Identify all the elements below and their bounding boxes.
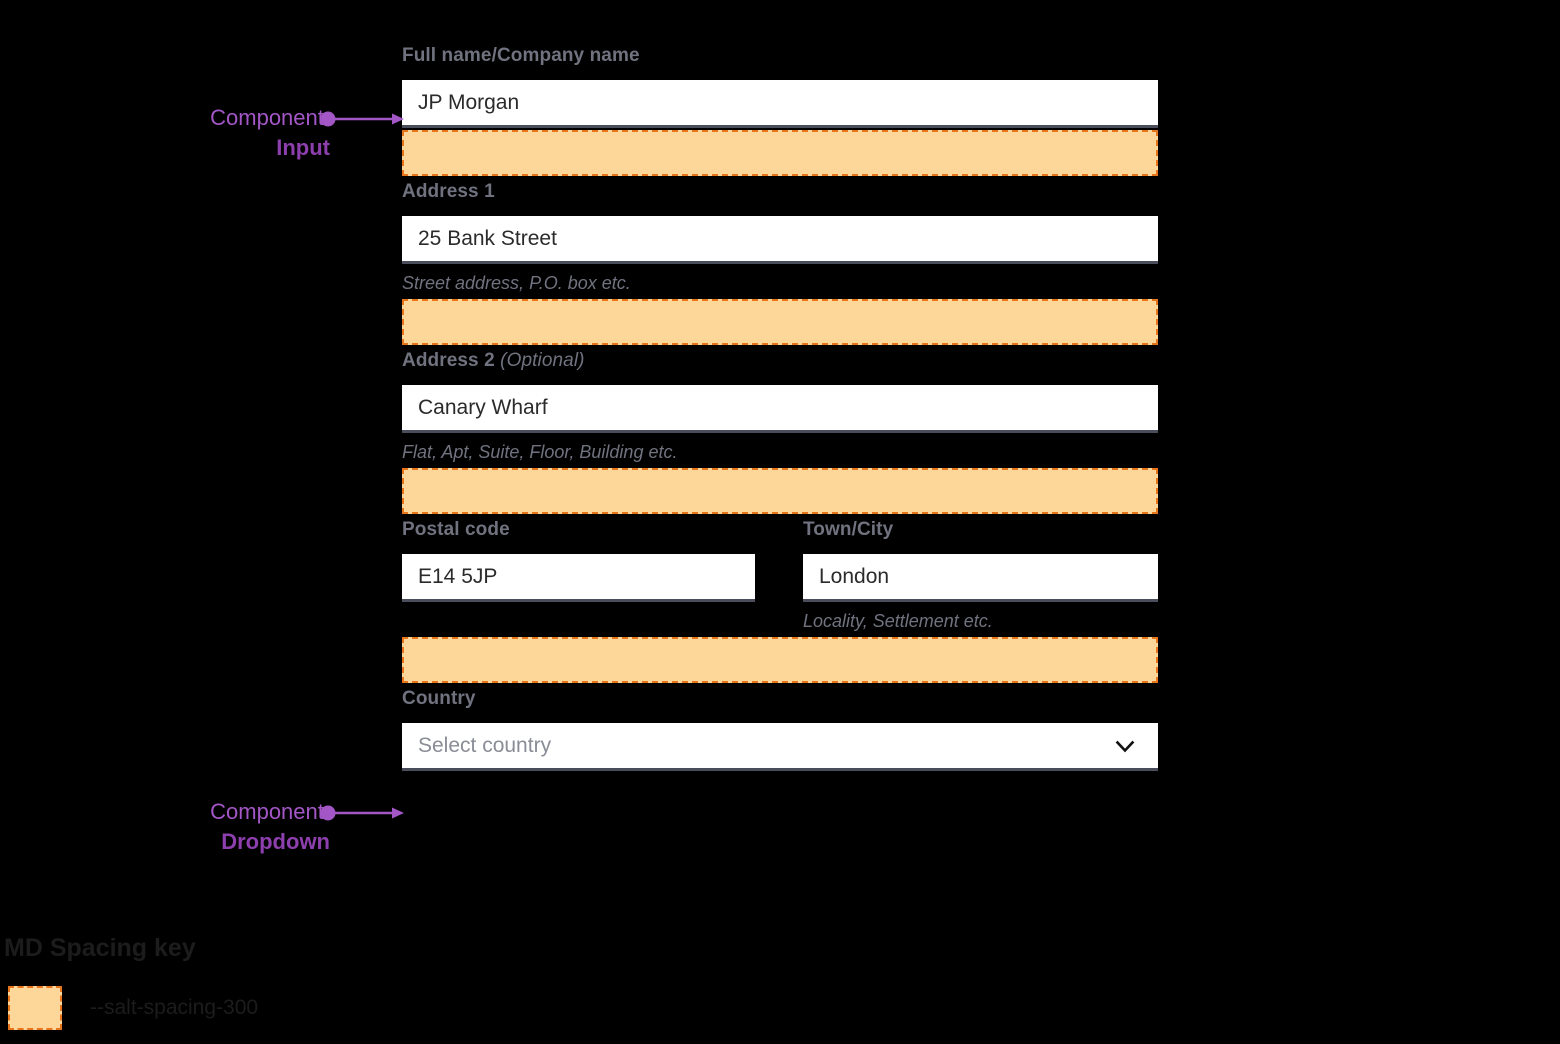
column-gap xyxy=(755,518,803,633)
input-annotation-kind: Component: xyxy=(210,105,330,130)
field-label-address-1: Address 1 xyxy=(402,181,495,202)
field-full-name: Full name/Company name JP Morgan xyxy=(402,44,1158,176)
helper-text-address-1: Street address, P.O. box etc. xyxy=(402,273,631,293)
field-address-1: Address 1 25 Bank Street Street address,… xyxy=(402,180,1158,345)
spacing-key-legend: MD Spacing key --salt-spacing-300 xyxy=(0,932,560,1030)
spacing-key-title: MD Spacing key xyxy=(4,934,196,962)
dropdown-annotation-component: Dropdown xyxy=(221,829,330,854)
field-town-city: Town/City London Locality, Settlement et… xyxy=(803,518,1158,633)
helper-text-address-2: Flat, Apt, Suite, Floor, Building etc. xyxy=(402,442,678,462)
spacing-block-300 xyxy=(402,468,1158,514)
spacing-block-300 xyxy=(402,299,1158,345)
field-label-country: Country xyxy=(402,688,476,709)
input-value-address-2: Canary Wharf xyxy=(418,395,548,419)
spacing-block-300 xyxy=(402,130,1158,176)
field-label-address-2-text: Address 2 xyxy=(402,350,495,371)
spacing-block-300 xyxy=(402,637,1158,683)
input-postal-code[interactable]: E14 5JP xyxy=(402,554,755,602)
input-value-town-city: London xyxy=(819,564,890,588)
input-annotation-component: Input xyxy=(276,135,330,160)
input-town-city[interactable]: London xyxy=(803,554,1158,602)
dropdown-annotation-kind: Component: xyxy=(210,799,330,824)
field-label-postal-code: Postal code xyxy=(402,519,510,540)
chevron-down-icon xyxy=(1112,733,1138,759)
spacing-300-swatch xyxy=(8,986,62,1030)
input-address-1[interactable]: 25 Bank Street xyxy=(402,216,1158,264)
dropdown-country[interactable]: Select country xyxy=(402,723,1158,771)
field-row-postal-town: Postal code E14 5JP Town/City London Loc… xyxy=(402,518,1158,633)
field-label-full-name: Full name/Company name xyxy=(402,45,640,66)
legend-item: --salt-spacing-300 xyxy=(0,986,560,1030)
input-value-postal-code: E14 5JP xyxy=(418,564,498,588)
field-postal-code: Postal code E14 5JP xyxy=(402,518,755,633)
legend-item-token: --salt-spacing-300 xyxy=(90,996,259,1019)
field-label-address-2-optional: (Optional) xyxy=(500,350,585,371)
field-address-2: Address 2 (Optional) Canary Wharf Flat, … xyxy=(402,349,1158,514)
input-full-name[interactable]: JP Morgan xyxy=(402,80,1158,128)
input-annotation: Component: Input xyxy=(120,103,330,163)
input-address-2[interactable]: Canary Wharf xyxy=(402,385,1158,433)
input-value-full-name: JP Morgan xyxy=(418,90,520,114)
field-country: Country Select country xyxy=(402,687,1158,771)
dropdown-annotation: Component: Dropdown xyxy=(90,797,330,857)
dropdown-placeholder-country: Select country xyxy=(418,733,552,757)
address-form: Full name/Company name JP Morgan Address… xyxy=(402,44,1158,771)
field-label-address-2: Address 2 (Optional) xyxy=(402,349,1158,373)
field-label-town-city: Town/City xyxy=(803,519,894,540)
input-annotation-arrow xyxy=(320,111,404,127)
dropdown-annotation-arrow xyxy=(320,805,404,821)
helper-text-town-city: Locality, Settlement etc. xyxy=(803,611,993,631)
input-value-address-1: 25 Bank Street xyxy=(418,226,557,250)
